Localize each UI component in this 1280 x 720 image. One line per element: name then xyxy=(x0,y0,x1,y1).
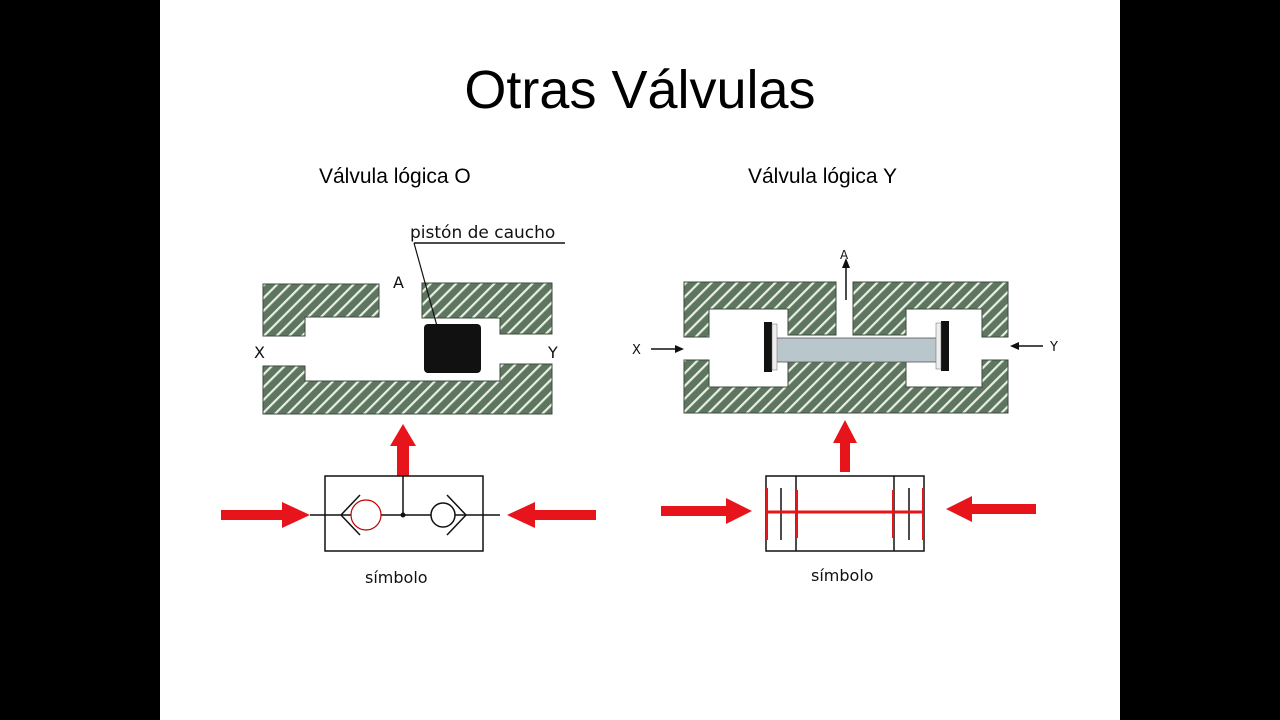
port-y-label: Y xyxy=(547,343,558,362)
svg-text:A: A xyxy=(840,248,849,262)
slide-title: Otras Válvulas xyxy=(464,60,816,120)
or-body-bottom xyxy=(262,363,553,415)
output-arrow-icon xyxy=(390,424,416,476)
slide: Otras Válvulas Válvula lógica O Válvula … xyxy=(160,0,1120,720)
and-valve-symbol: símbolo xyxy=(661,420,1036,585)
and-symbol-caption: símbolo xyxy=(811,566,874,585)
piston-callout: pistón de caucho xyxy=(410,223,555,243)
check-ball-active xyxy=(350,499,382,531)
or-valve-section: pistón de caucho A X Y xyxy=(254,223,565,415)
and-valve-section: A X Y xyxy=(632,248,1058,414)
rubber-piston xyxy=(424,324,481,373)
or-symbol-caption: símbolo xyxy=(365,568,428,587)
piston-rod xyxy=(769,337,943,363)
or-valve-symbol: símbolo xyxy=(221,424,596,587)
or-valve-heading: Válvula lógica O xyxy=(319,165,471,188)
and-valve-heading: Válvula lógica Y xyxy=(748,165,898,188)
port-x-label: X xyxy=(254,343,265,362)
callout-leader xyxy=(413,242,438,327)
port-a-label: A xyxy=(393,273,404,292)
svg-text:Y: Y xyxy=(1049,340,1058,355)
svg-text:X: X xyxy=(632,343,641,358)
or-body-top-right xyxy=(421,282,553,335)
output-arrow-icon xyxy=(833,420,857,472)
input-x-arrow-icon xyxy=(661,498,752,524)
check-ball xyxy=(430,502,456,528)
input-x-arrow-icon xyxy=(221,502,310,528)
or-body-top-left xyxy=(262,283,380,337)
input-y-arrow-icon xyxy=(946,496,1036,522)
input-y-arrow-icon xyxy=(507,502,596,528)
